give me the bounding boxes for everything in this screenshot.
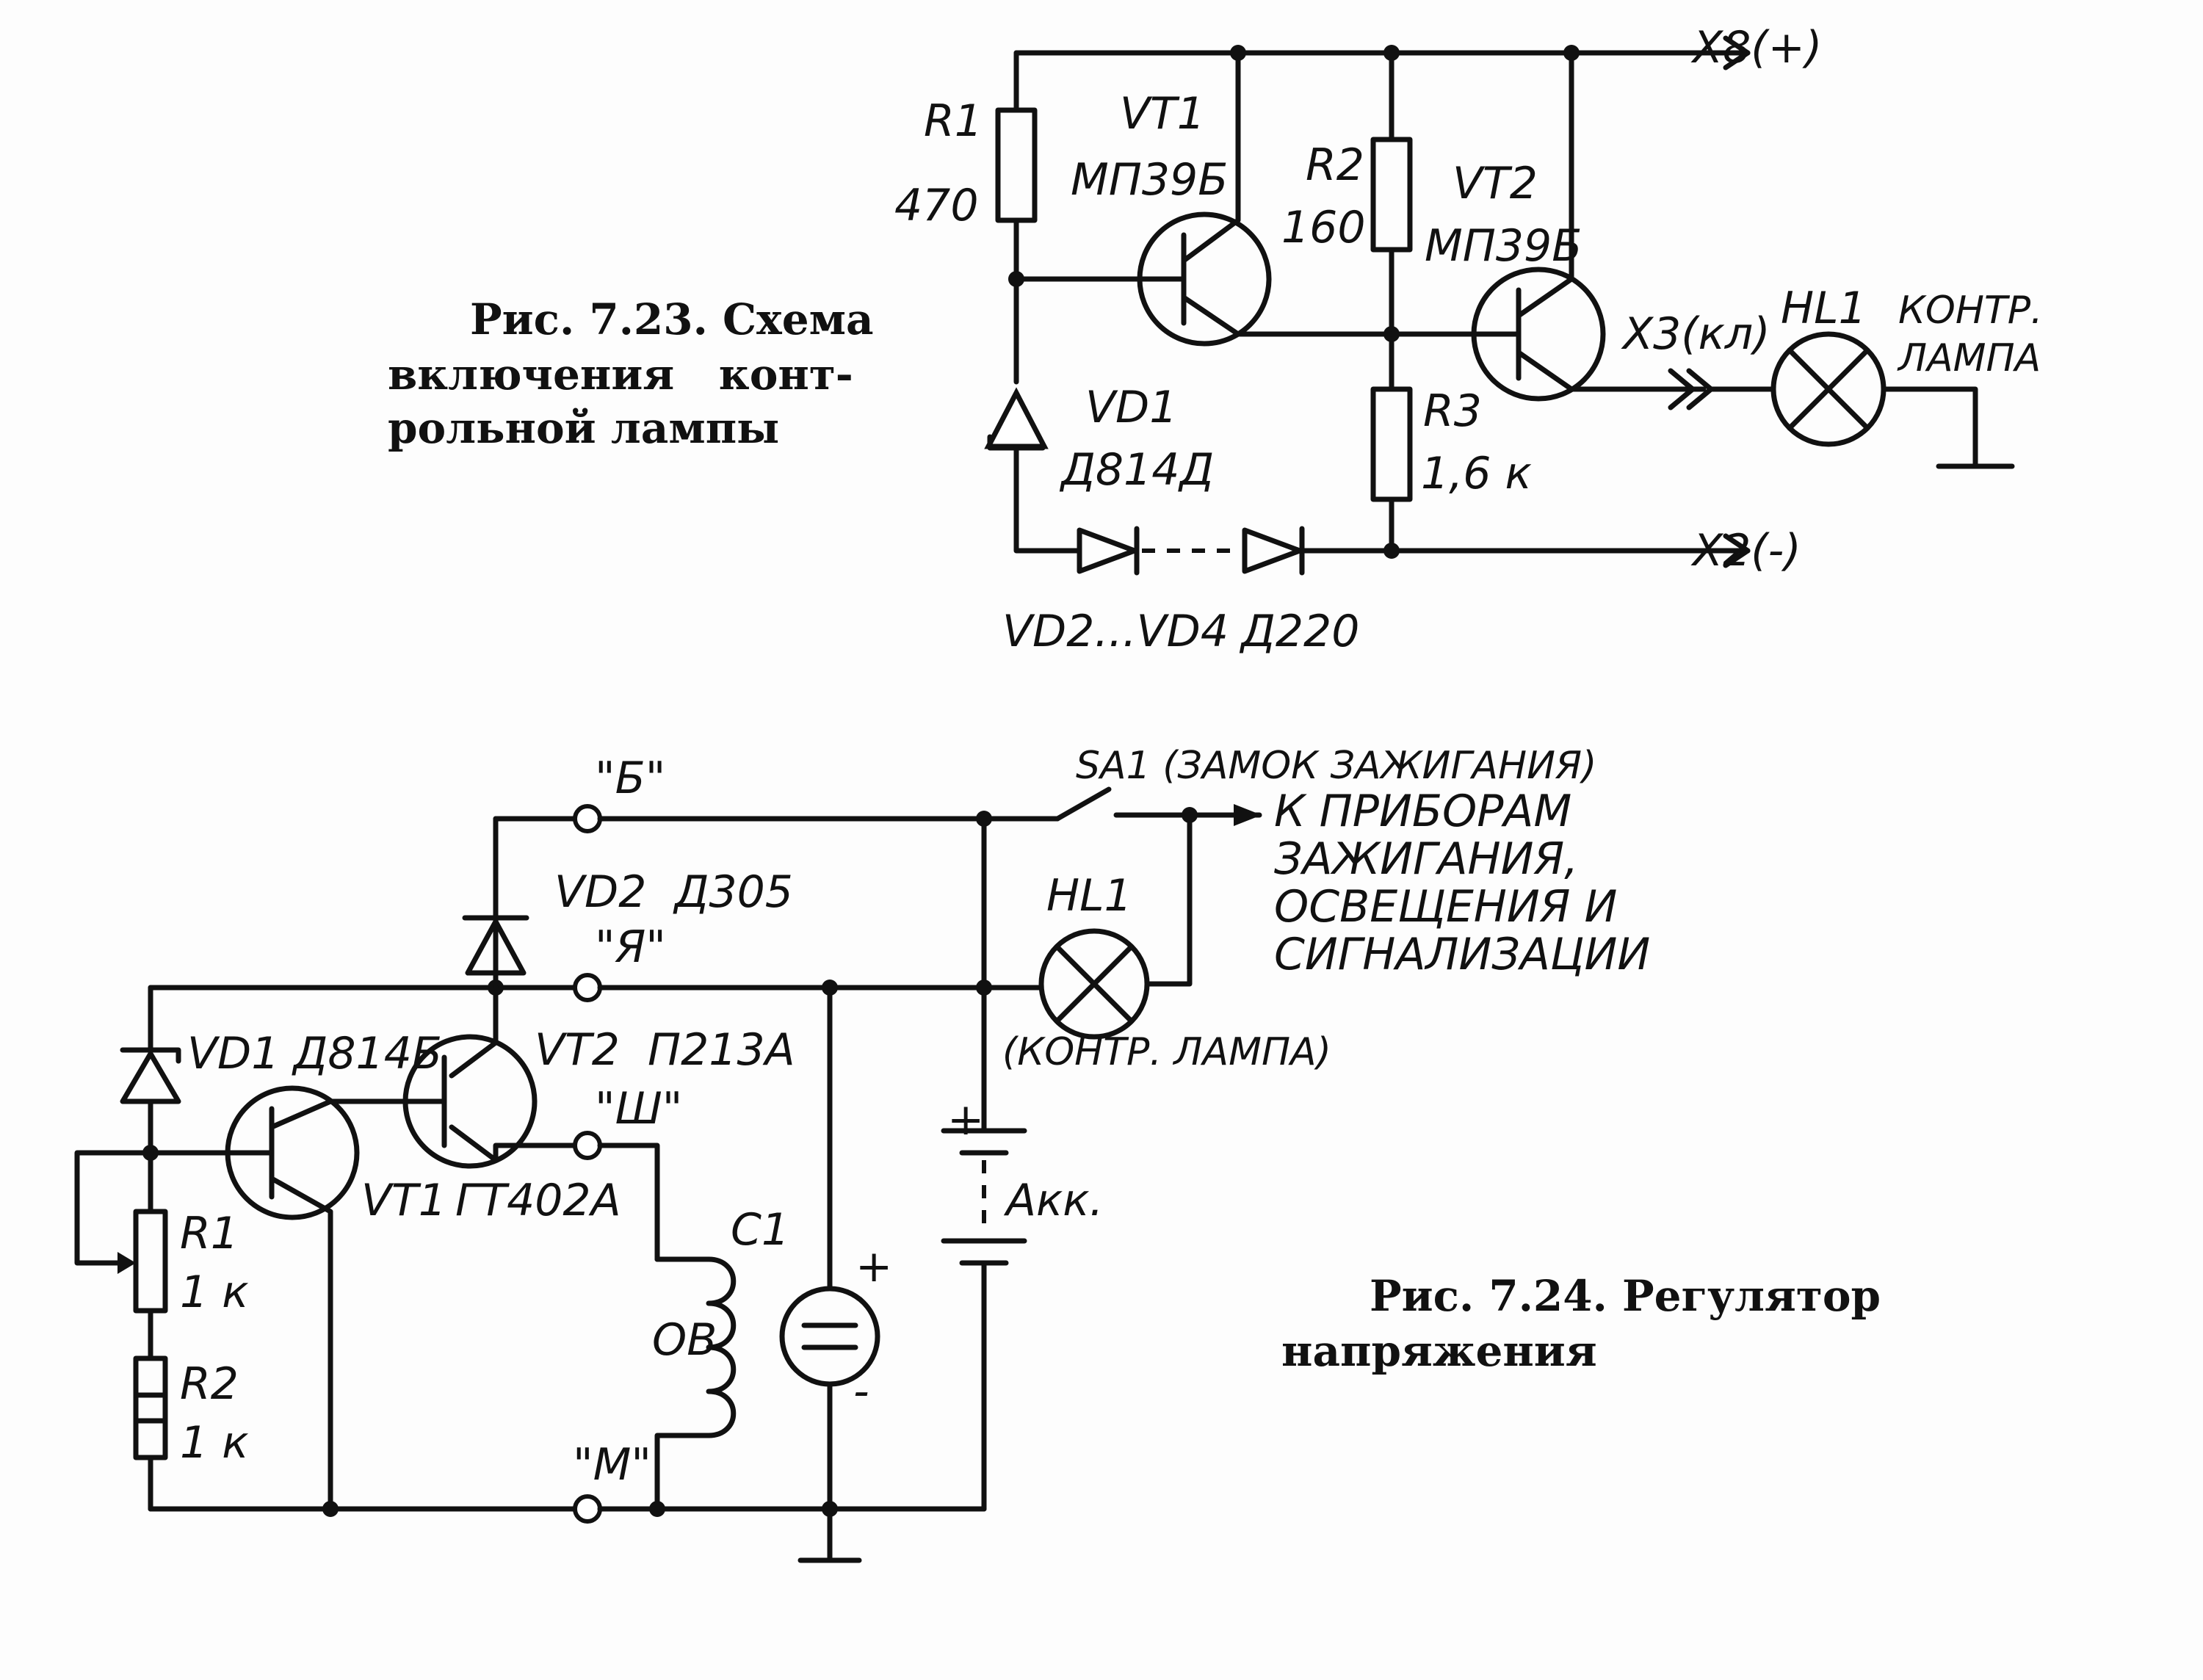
vt1-type: ГТ402А xyxy=(455,1175,621,1226)
ob-label: ОВ xyxy=(652,1314,717,1366)
caption-7-24-line-1: Рис. 7.24. Регулятор xyxy=(1370,1271,1881,1321)
r2-name: R2 xyxy=(180,1358,239,1410)
r2-value: 160 xyxy=(1281,202,1366,253)
figure-7-24: SA1 (ЗАМОК ЗАЖИГАНИЯ) К ПРИБОРАМ ЗАЖИГАН… xyxy=(74,744,1881,1563)
r3-resistor xyxy=(1370,386,1413,502)
vd2-vd4-label: VD2...VD4 xyxy=(1002,606,1229,657)
r2-value: 1 к xyxy=(180,1417,249,1469)
term-b-label: "Б" xyxy=(595,753,665,804)
vd2-label: VD2 Д305 xyxy=(554,866,793,918)
terminal-b xyxy=(573,804,602,833)
vt2-type: МП39Б xyxy=(1425,220,1582,272)
akk-label: Акк. xyxy=(1003,1175,1104,1226)
vd2-diode xyxy=(1077,526,1140,576)
vd4-diode xyxy=(1242,526,1305,576)
hl1-note: (КОНТР. ЛАМПА) xyxy=(1002,1030,1331,1074)
hl1-name: HL1 xyxy=(1781,283,1867,334)
vt1-type: МП39Б xyxy=(1071,154,1228,206)
to-devices-3: ОСВЕЩЕНИЯ И xyxy=(1274,881,1617,933)
terminal-sh xyxy=(573,1131,602,1160)
r1-name: R1 xyxy=(924,95,983,147)
r2-resistor xyxy=(133,1355,168,1460)
r2-resistor xyxy=(1370,137,1413,253)
term-sh-label: "Ш" xyxy=(595,1083,682,1134)
sa1-label: SA1 (ЗАМОК ЗАЖИГАНИЯ) xyxy=(1076,744,1596,788)
terminal-m xyxy=(573,1494,602,1524)
x3-label: X3(кл) xyxy=(1621,308,1770,360)
to-devices-4: СИГНАЛИЗАЦИИ xyxy=(1274,929,1650,980)
vt2-name: VT2 xyxy=(1453,158,1538,209)
vd1-name: VD1 xyxy=(1085,382,1177,433)
term-m-label: "М" xyxy=(573,1439,651,1491)
hl1-note-1: КОНТР. xyxy=(1898,289,2043,333)
vd2-diode xyxy=(465,919,527,976)
r1-potentiometer xyxy=(133,1209,168,1314)
caption-7-23-line-1: Рис. 7.23. Схема xyxy=(470,294,874,344)
vt1-name: VT1 xyxy=(1120,88,1205,140)
r3-value: 1,6 к xyxy=(1421,448,1532,499)
vd1-type: Д814Д xyxy=(1059,444,1214,496)
caption-7-24-line-2: напряжения xyxy=(1281,1326,1597,1376)
r1-value: 1 к xyxy=(180,1267,249,1318)
r1-value: 470 xyxy=(894,180,979,231)
battery-plus: + xyxy=(947,1094,984,1145)
to-devices-1: К ПРИБОРАМ xyxy=(1274,786,1571,837)
hl1-lamp xyxy=(1038,928,1150,1040)
r2-name: R2 xyxy=(1306,140,1364,191)
vd1-zener xyxy=(120,1051,181,1104)
r1-name: R1 xyxy=(180,1208,239,1259)
ob-coil xyxy=(706,1256,737,1438)
vt1-name: VT1 xyxy=(361,1175,446,1226)
caption-7-23-line-3: рольной лампы xyxy=(388,403,779,453)
vt2-label: VT2 П213А xyxy=(535,1024,795,1076)
generator-minus: - xyxy=(853,1366,869,1417)
generator-plus: + xyxy=(855,1241,892,1292)
hl1-note-2: ЛАМПА xyxy=(1897,336,2041,380)
x2-label: X2(-) xyxy=(1690,525,1801,576)
hl1-name: HL1 xyxy=(1046,870,1132,922)
x8-arrow xyxy=(1723,35,1751,70)
d220-label: Д220 xyxy=(1239,606,1359,657)
x8-label: X8(+) xyxy=(1690,22,1822,73)
to-devices-2: ЗАЖИГАНИЯ, xyxy=(1274,833,1578,885)
sa1-switch xyxy=(1055,786,1112,822)
terminal-ya xyxy=(573,973,602,1002)
figure-7-23: R1 470 VT1 МП39Б R2 160 VT2 МП39Б X8(+) … xyxy=(388,22,2043,657)
r1-resistor xyxy=(995,107,1038,223)
vd1-label: VD1 Д814Б xyxy=(187,1028,442,1079)
c1-label: C1 xyxy=(731,1204,789,1256)
vd1-zener xyxy=(984,387,1049,449)
caption-7-23-line-2: включения конт- xyxy=(388,350,853,399)
term-ya-label: "Я" xyxy=(595,922,666,973)
r3-name: R3 xyxy=(1423,385,1482,437)
